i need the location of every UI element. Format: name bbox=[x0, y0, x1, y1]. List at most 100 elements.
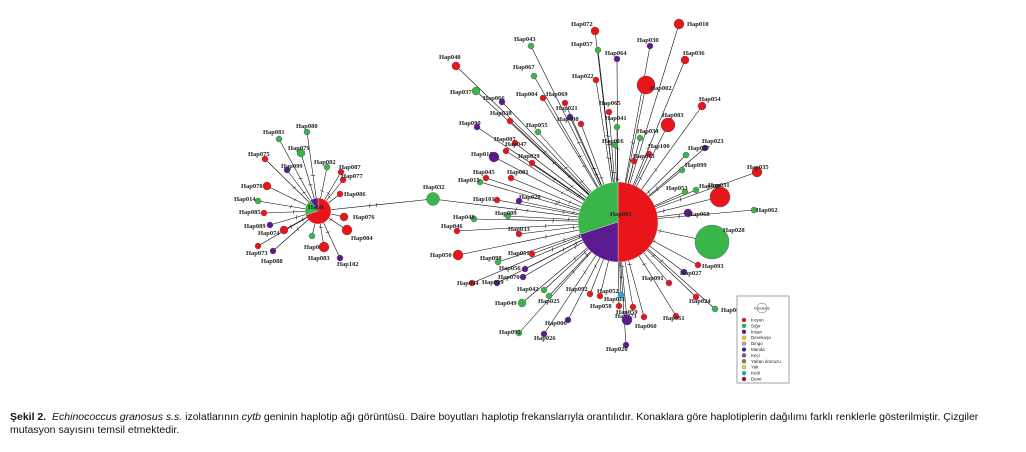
haplotype-node bbox=[517, 298, 527, 308]
mutation-tick bbox=[329, 218, 333, 222]
haplotype-label: Hap047 bbox=[505, 141, 527, 148]
haplotype-node bbox=[613, 123, 621, 131]
legend-title: Konaklar bbox=[754, 305, 770, 310]
haplotype-node bbox=[694, 224, 730, 260]
mutation-tick bbox=[592, 167, 597, 169]
haplotype-label: Hap098 bbox=[480, 255, 502, 262]
haplotype-node bbox=[682, 151, 690, 159]
haplotype-label: Hap022 bbox=[572, 73, 594, 80]
haplotype-label: Hap074 bbox=[258, 230, 280, 237]
haplotype-node bbox=[296, 148, 306, 158]
hub-hap032 bbox=[426, 192, 440, 206]
haplotype-node bbox=[476, 178, 484, 186]
mutation-tick bbox=[293, 198, 297, 202]
mutation-tick bbox=[659, 259, 664, 263]
haplotype-label: Hap081 bbox=[507, 169, 529, 176]
legend-swatch bbox=[741, 323, 747, 329]
mutation-tick bbox=[659, 229, 662, 233]
mutation-tick bbox=[568, 200, 572, 204]
haplotype-node bbox=[673, 18, 685, 30]
legend-swatch bbox=[741, 335, 747, 340]
legend-label: Kedi bbox=[751, 371, 760, 376]
haplotype-node bbox=[701, 144, 709, 152]
mutation-tick bbox=[302, 191, 307, 194]
mutation-tick bbox=[289, 204, 293, 209]
hub-slice bbox=[305, 197, 332, 225]
legend-items: KoyunSığırİnsanDevekuşuDingoMandaKeçiYab… bbox=[741, 317, 781, 382]
legend-swatch bbox=[741, 359, 747, 364]
haplotype-label: Hap029 bbox=[518, 153, 540, 160]
haplotype-label: Hap026 bbox=[534, 335, 556, 342]
mutation-tick bbox=[292, 186, 297, 189]
haplotype-node bbox=[482, 174, 490, 182]
haplotype-node bbox=[515, 230, 523, 238]
haplotype-node bbox=[502, 147, 510, 155]
hub-hapL bbox=[304, 197, 332, 225]
caption-species: Echinococcus granosus s.s. bbox=[52, 411, 183, 423]
caption-part2: geninin haplotip ağı görüntüsü. Daire bo… bbox=[10, 411, 979, 436]
haplotype-node bbox=[504, 212, 512, 220]
mutation-tick bbox=[578, 155, 583, 158]
hub-label: Hap032 bbox=[423, 184, 445, 191]
haplotype-label: Hap027 bbox=[680, 270, 702, 277]
hub-slice bbox=[310, 197, 319, 212]
mutation-tick bbox=[582, 165, 587, 167]
haplotype-node bbox=[341, 224, 353, 236]
haplotype-label: Hap082 bbox=[314, 159, 336, 166]
haplotype-label: Hap083 bbox=[308, 255, 330, 262]
haplotype-label: Hap045 bbox=[473, 169, 495, 176]
haplotype-node bbox=[665, 279, 673, 287]
haplotype-label: Hap009 bbox=[495, 210, 517, 217]
haplotype-label: Hap048 bbox=[453, 214, 475, 221]
haplotype-label: Hap085 bbox=[239, 209, 261, 216]
haplotype-label: Hap060 bbox=[635, 323, 657, 330]
mutation-tick bbox=[605, 135, 610, 137]
mutation-tick bbox=[575, 241, 577, 246]
haplotype-label: Hap043 bbox=[514, 36, 536, 43]
caption-lead: Şekil 2. bbox=[10, 411, 47, 423]
mutation-tick bbox=[554, 202, 558, 206]
haplotype-node bbox=[283, 166, 291, 174]
mutation-tick bbox=[572, 225, 575, 230]
mutation-tick bbox=[643, 131, 648, 135]
haplotype-label: Hap065 bbox=[599, 100, 621, 107]
haplotype-node bbox=[751, 166, 763, 178]
caption-part1: izolatlarının bbox=[182, 411, 242, 423]
haplotype-node bbox=[279, 225, 289, 235]
haplotype-node bbox=[711, 305, 719, 313]
legend-swatch bbox=[741, 317, 747, 323]
haplotype-node bbox=[672, 312, 680, 320]
mutation-tick bbox=[651, 254, 656, 257]
mutation-tick bbox=[552, 177, 557, 181]
mutation-tick bbox=[647, 189, 650, 194]
haplotype-label: Hap101 bbox=[473, 196, 495, 203]
haplotype-node bbox=[470, 215, 478, 223]
haplotype-label: Hap097 bbox=[688, 145, 710, 152]
haplotype-label: Hap004 bbox=[516, 91, 538, 98]
haplotype-node bbox=[697, 101, 707, 111]
haplotype-node bbox=[506, 117, 514, 125]
mutation-tick bbox=[557, 200, 561, 205]
haplotype-node bbox=[592, 76, 600, 84]
haplotype-node bbox=[336, 190, 344, 198]
mutation-tick bbox=[574, 244, 576, 249]
mutation-tick bbox=[585, 253, 589, 258]
haplotype-label: Hap036 bbox=[683, 50, 705, 57]
mutation-tick bbox=[619, 276, 624, 279]
mutation-tick bbox=[572, 210, 575, 215]
haplotype-label: Hap094 bbox=[721, 307, 743, 314]
haplotype-node bbox=[540, 286, 548, 294]
haplotype-node bbox=[629, 303, 637, 311]
haplotype-label: Hap084 bbox=[351, 235, 373, 242]
mutation-tick bbox=[567, 175, 572, 178]
haplotype-node bbox=[709, 186, 731, 208]
legend-label: İnsan bbox=[751, 328, 763, 334]
haplotype-node bbox=[692, 186, 700, 194]
haplotype-node bbox=[534, 128, 542, 136]
haplotype-label: Hap002 bbox=[650, 85, 672, 92]
haplotype-node bbox=[266, 221, 274, 229]
haplotype-label: Hap003 bbox=[662, 112, 684, 119]
haplotype-label: Hap056 bbox=[499, 265, 521, 272]
mutation-tick bbox=[327, 195, 331, 199]
